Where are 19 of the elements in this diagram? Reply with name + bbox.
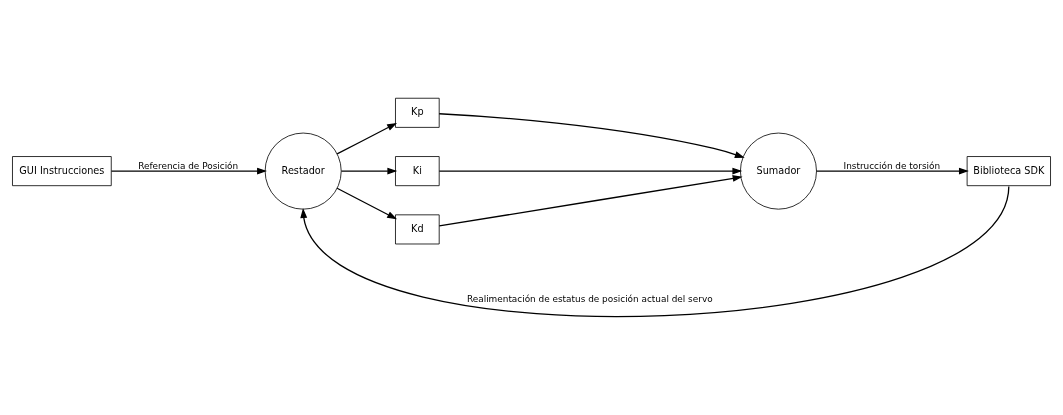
- arrow: [336, 122, 398, 155]
- arrow: [336, 187, 398, 220]
- arrow: [340, 167, 398, 175]
- node-box: Kd: [395, 214, 440, 245]
- arrow: [438, 113, 745, 158]
- arrow: [300, 185, 1010, 317]
- edge-label: Referencia de Posición: [138, 160, 239, 171]
- node-box: Ki: [395, 156, 440, 187]
- arrow: [815, 167, 969, 175]
- node-box: Kp: [395, 97, 440, 128]
- arrow: [110, 167, 267, 175]
- edge-label: Instrucción de torsión: [843, 160, 941, 171]
- node-box: GUI Instrucciones: [12, 156, 112, 187]
- arrow: [438, 174, 743, 227]
- node-box: Biblioteca SDK: [966, 156, 1051, 187]
- arrow: [438, 167, 743, 175]
- node-circle: Sumador: [740, 132, 817, 210]
- node-circle: Restador: [264, 132, 342, 210]
- edge-label: Realimentación de estatus de posición actual del servo: [466, 294, 713, 305]
